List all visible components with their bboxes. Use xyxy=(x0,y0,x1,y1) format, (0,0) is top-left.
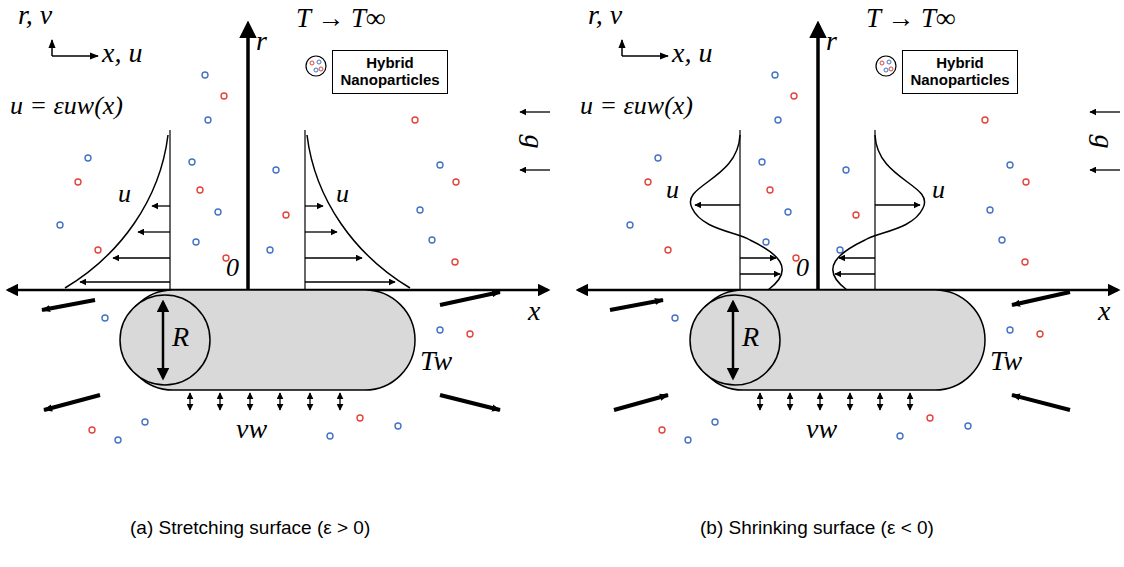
axis-label: x, u xyxy=(672,38,712,69)
axis-label: r xyxy=(256,26,267,57)
panel-caption: (a) Stretching surface (ε > 0) xyxy=(130,518,370,539)
shrinking-panel xyxy=(578,24,1120,443)
velocity-label: u xyxy=(932,176,945,205)
box-text: Hybrid Nanoparticles xyxy=(910,54,1009,89)
suction-label: vw xyxy=(236,414,267,445)
gravity-label: g xyxy=(1089,134,1120,148)
origin-label: 0 xyxy=(226,254,239,283)
wall-velocity-label: u = εuw(x) xyxy=(580,92,693,121)
axis-label: r xyxy=(826,26,837,57)
axis-label: x, u xyxy=(102,38,142,69)
suction-label: vw xyxy=(806,414,837,445)
axis-label: r, v xyxy=(588,0,622,31)
far-field-label: T → T∞ xyxy=(866,4,955,34)
stretching-panel xyxy=(8,24,550,443)
legend-box: Hybrid Nanoparticles xyxy=(332,50,448,94)
gravity-label: g xyxy=(519,134,550,148)
axis-label: x xyxy=(528,296,540,327)
radius-label: R xyxy=(742,322,759,353)
origin-label: 0 xyxy=(796,254,809,283)
velocity-label: u xyxy=(336,180,349,209)
wall-velocity-label: u = εuw(x) xyxy=(10,92,123,121)
panel-caption: (b) Shrinking surface (ε < 0) xyxy=(700,518,934,539)
legend-box: Hybrid Nanoparticles xyxy=(902,50,1018,94)
velocity-label: u xyxy=(666,176,679,205)
axis-label: x xyxy=(1098,296,1110,327)
velocity-label: u xyxy=(118,180,131,209)
wall-temperature-label: Tw xyxy=(990,346,1022,377)
far-field-label: T → T∞ xyxy=(296,4,385,34)
wall-temperature-label: Tw xyxy=(420,346,452,377)
radius-label: R xyxy=(172,322,189,353)
box-text: Hybrid Nanoparticles xyxy=(340,54,439,89)
axis-label: r, v xyxy=(18,0,52,31)
